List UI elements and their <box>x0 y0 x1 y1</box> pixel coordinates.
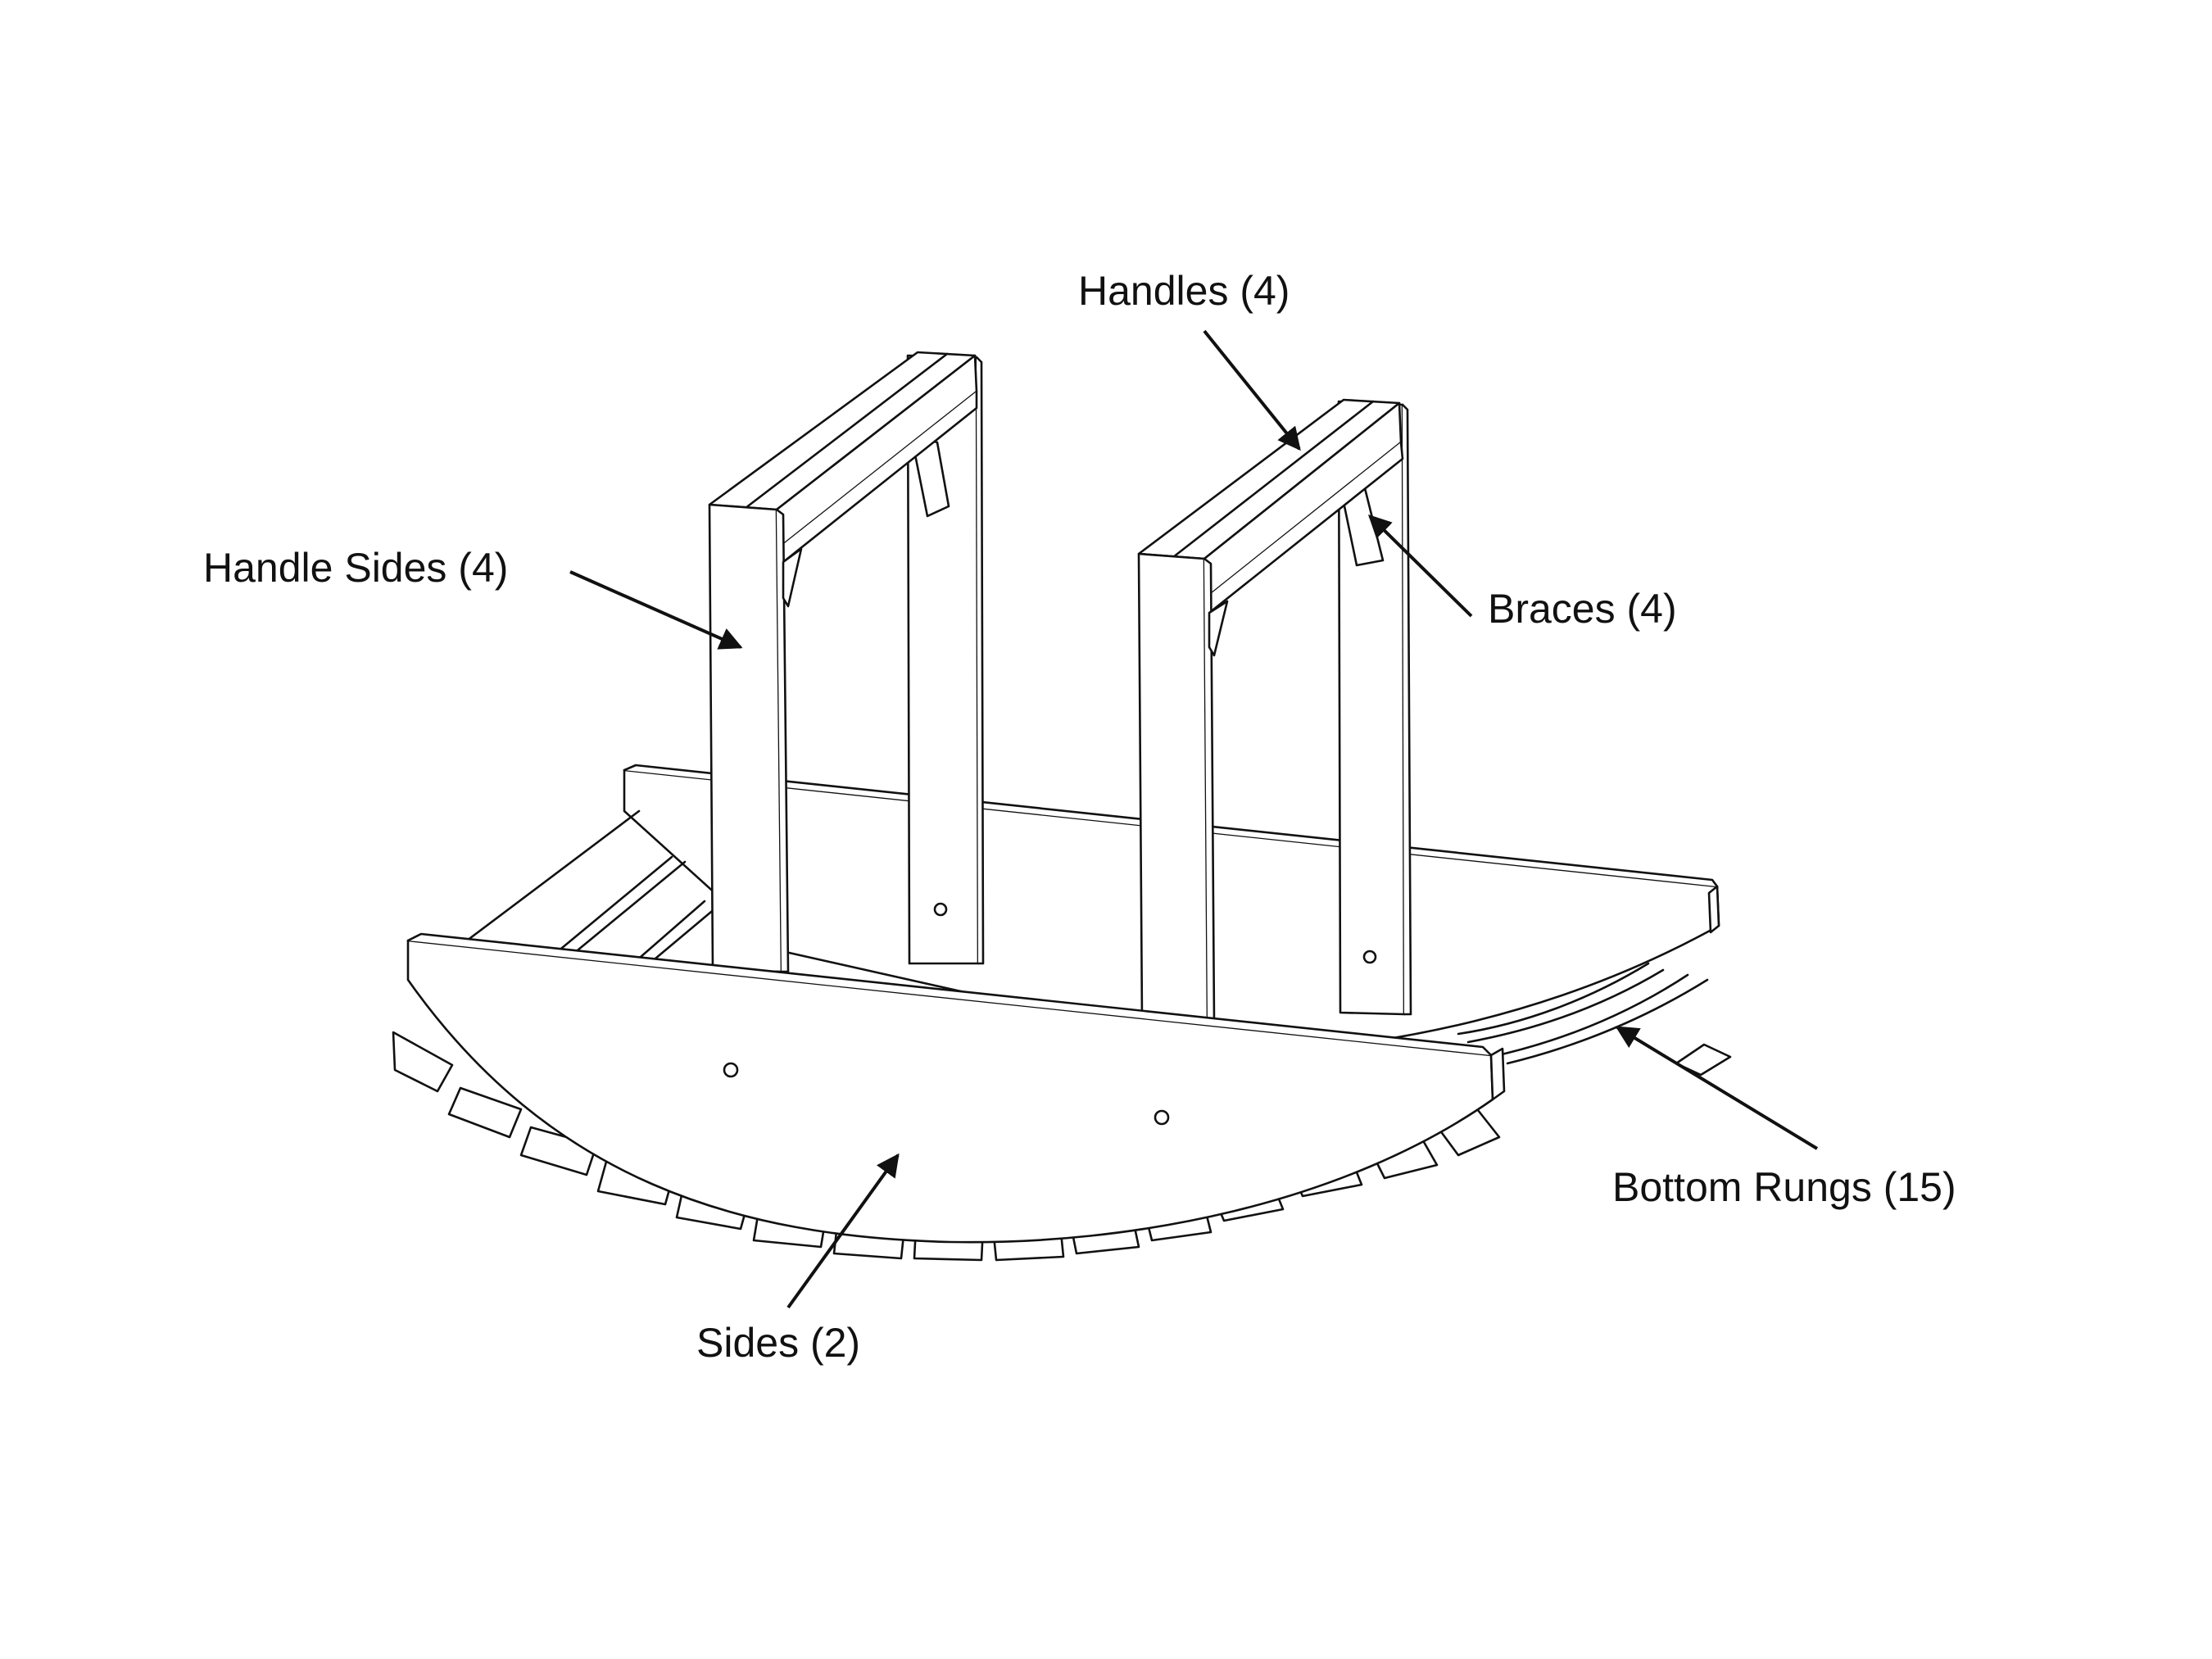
handles-arrow <box>1203 329 1301 451</box>
callout-arrows <box>569 329 1819 1309</box>
sides-label: Sides (2) <box>696 1320 861 1366</box>
bottom-rungs-label: Bottom Rungs (15) <box>1612 1164 1956 1210</box>
right-handle-assembly <box>1137 398 1412 1024</box>
braces-arrow <box>1368 514 1473 618</box>
bottom-rungs-arrow <box>1615 1026 1819 1150</box>
braces-label: Braces (4) <box>1488 586 1677 632</box>
handle-sides-label: Handle Sides (4) <box>203 545 509 591</box>
front-side-panel <box>406 932 1506 1244</box>
handle-sides-arrow <box>569 570 743 650</box>
inner-slats <box>465 809 1709 1065</box>
sides-arrow <box>786 1153 900 1309</box>
left-handle-assembly <box>708 351 985 973</box>
handles-label: Handles (4) <box>1078 268 1290 314</box>
